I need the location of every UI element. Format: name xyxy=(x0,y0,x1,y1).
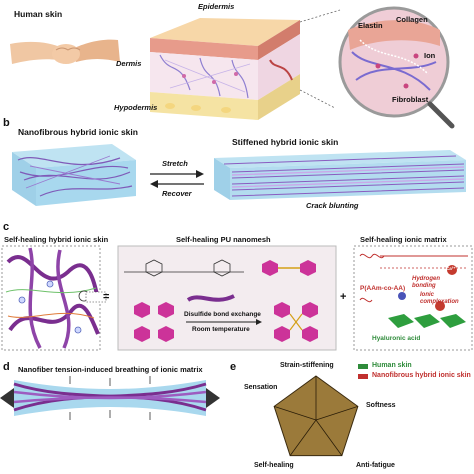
radar-axis-sensation: Sensation xyxy=(244,384,278,391)
panel-c-letter: c xyxy=(3,221,10,233)
panel-e-letter: e xyxy=(230,361,237,373)
human-skin-label: Human skin xyxy=(14,9,63,19)
zoom-magnifier xyxy=(299,6,455,129)
radar-spoke xyxy=(315,419,343,456)
radar-axis-self-healing: Self-healing xyxy=(254,462,294,469)
panel-d-title: Nanofiber tension-induced breathing of i… xyxy=(18,365,203,374)
hypodermis-label: Hypodermis xyxy=(114,103,158,112)
stretch-label: Stretch xyxy=(162,159,188,168)
hyaluronic-label: Hyaluronic acid xyxy=(372,335,421,342)
room-temp-label: Room temperature xyxy=(192,326,250,333)
radar-axis-strain-stiffening: Strain-stiffening xyxy=(280,362,334,369)
radar-spoke xyxy=(289,419,317,456)
bonding-label: bonding xyxy=(412,283,436,289)
radar-spoke xyxy=(274,406,317,421)
legend-human-skin: Human skin xyxy=(372,362,412,369)
panel-b-letter: b xyxy=(3,117,10,129)
panel-b-title-right: Stiffened hybrid ionic skin xyxy=(232,137,339,147)
panel-d-letter: d xyxy=(3,361,10,373)
crack-blunting-label: Crack blunting xyxy=(306,201,359,210)
epidermis-label: Epidermis xyxy=(198,2,235,11)
fibroblast-label: Fibroblast xyxy=(392,95,429,104)
ionic-label: Ionic xyxy=(420,292,435,298)
radar-axis-softness: Softness xyxy=(366,402,396,409)
radar-axis-anti-fatigue: Anti-fatigue xyxy=(356,462,395,469)
panel-c-title-mid: Self-healing PU nanomesh xyxy=(176,235,271,244)
dermis-label: Dermis xyxy=(116,59,142,68)
hydrogen-label: Hydrogen xyxy=(412,276,441,282)
collagen-label: Collagen xyxy=(396,15,428,24)
panel-c-title-left: Self-healing hybrid ionic skin xyxy=(4,235,109,244)
ca-ion-label: Ca²⁺ xyxy=(446,266,456,271)
disulfide-label: Disulfide bond exchange xyxy=(184,311,261,318)
paam-label: P(AAm-co-AA) xyxy=(360,285,406,292)
panel-c-title-right: Self-healing ionic matrix xyxy=(360,235,447,244)
ion-label: Ion xyxy=(424,51,436,60)
skin-block xyxy=(150,18,300,120)
legend-swatch-ionic-skin xyxy=(358,374,368,379)
panel-b-title-left: Nanofibrous hybrid ionic skin xyxy=(18,127,138,137)
plus-sign: + xyxy=(340,291,347,303)
recover-label: Recover xyxy=(162,189,192,198)
radar-spoke xyxy=(315,406,358,421)
handshake-illustration xyxy=(10,39,120,64)
legend-ionic-skin: Nanofibrous hybrid ionic skin xyxy=(372,372,471,379)
complexation-label: complexation xyxy=(420,299,459,305)
equals-sign: = xyxy=(103,291,110,303)
elastin-label: Elastin xyxy=(358,21,383,30)
legend-swatch-human-skin xyxy=(358,364,368,369)
